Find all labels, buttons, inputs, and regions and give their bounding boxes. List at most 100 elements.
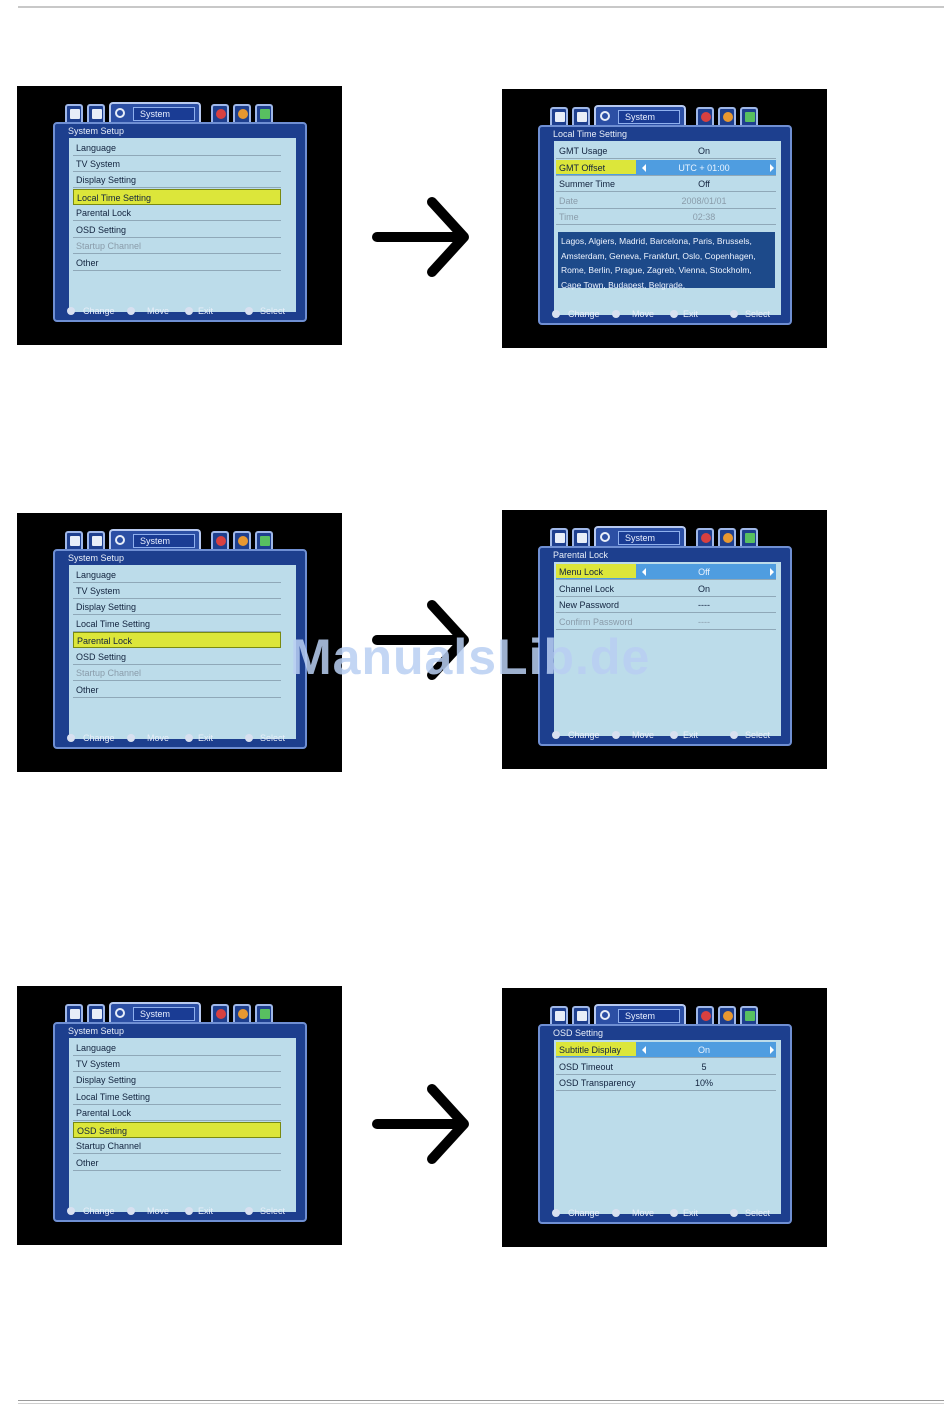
tab-system[interactable]: System xyxy=(109,529,201,551)
arrow-right-icon[interactable] xyxy=(770,164,774,172)
tab-tv[interactable] xyxy=(65,104,83,122)
menu-item-local-time-setting[interactable]: Local Time Setting xyxy=(73,616,281,632)
ok-key-icon xyxy=(245,1207,253,1215)
menu-list: Language TV System Display Setting Local… xyxy=(69,138,296,312)
tab-tv[interactable] xyxy=(65,531,83,549)
tab-tv[interactable] xyxy=(550,528,568,546)
menu-item-display-setting[interactable]: Display Setting xyxy=(73,599,281,615)
tab-system-label: System xyxy=(133,534,195,548)
arrow-right-icon[interactable] xyxy=(770,568,774,576)
tab-games[interactable] xyxy=(740,107,758,125)
tab-favorites[interactable] xyxy=(211,1004,229,1022)
tv-icon xyxy=(555,533,565,543)
menu-item-other[interactable]: Other xyxy=(73,255,281,271)
tab-favorites[interactable] xyxy=(211,104,229,122)
menu-item-parental-lock[interactable]: Parental Lock xyxy=(73,205,281,221)
tools-icon xyxy=(723,1011,733,1021)
ok-key-icon xyxy=(730,731,738,739)
tab-games[interactable] xyxy=(255,1004,273,1022)
menu-item-osd-setting[interactable]: OSD Setting xyxy=(73,649,281,665)
menu-item-startup-channel[interactable]: Startup Channel xyxy=(73,665,281,681)
tab-favorites[interactable] xyxy=(696,1006,714,1024)
gear-icon xyxy=(115,108,125,118)
tab-games[interactable] xyxy=(255,104,273,122)
tab-system[interactable]: System xyxy=(594,526,686,548)
menu-item-local-time-setting[interactable]: Local Time Setting xyxy=(73,189,281,205)
tab-tv[interactable] xyxy=(550,107,568,125)
menu-item-osd-setting[interactable]: OSD Setting xyxy=(73,1122,281,1138)
menu-list: Language TV System Display Setting Local… xyxy=(69,1038,296,1212)
arrow-left-icon[interactable] xyxy=(642,164,646,172)
tab-tv[interactable] xyxy=(550,1006,568,1024)
arrow-left-icon[interactable] xyxy=(642,1046,646,1054)
tab-favorites[interactable] xyxy=(211,531,229,549)
menu-item-language[interactable]: Language xyxy=(73,140,281,156)
bottom-rule-2 xyxy=(18,1403,944,1404)
tab-install[interactable] xyxy=(572,528,590,546)
satellite-icon xyxy=(577,112,587,122)
menu-item-osd-setting[interactable]: OSD Setting xyxy=(73,222,281,238)
arrow-left-icon[interactable] xyxy=(642,568,646,576)
tab-install[interactable] xyxy=(572,1006,590,1024)
tab-tools[interactable] xyxy=(718,528,736,546)
satellite-icon xyxy=(577,1011,587,1021)
tab-tools[interactable] xyxy=(233,531,251,549)
setting-row-new-password[interactable]: New Password---- xyxy=(556,597,776,613)
tab-system[interactable]: System xyxy=(109,102,201,124)
menu-item-startup-channel[interactable]: Startup Channel xyxy=(73,238,281,254)
tab-install[interactable] xyxy=(572,107,590,125)
tv-icon xyxy=(555,1011,565,1021)
tools-icon xyxy=(238,536,248,546)
tab-install[interactable] xyxy=(87,531,105,549)
menu-item-startup-channel[interactable]: Startup Channel xyxy=(73,1138,281,1154)
tab-games[interactable] xyxy=(255,531,273,549)
menu-item-parental-lock[interactable]: Parental Lock xyxy=(73,632,281,648)
games-icon xyxy=(745,533,755,543)
tab-tools[interactable] xyxy=(718,1006,736,1024)
tab-games[interactable] xyxy=(740,1006,758,1024)
watermark: ManualsLib.de xyxy=(290,629,651,685)
tab-install[interactable] xyxy=(87,104,105,122)
tab-favorites[interactable] xyxy=(696,528,714,546)
tab-tv[interactable] xyxy=(65,1004,83,1022)
menu-item-local-time-setting[interactable]: Local Time Setting xyxy=(73,1089,281,1105)
exit-key-icon xyxy=(670,731,678,739)
tab-tools[interactable] xyxy=(233,104,251,122)
menu-item-display-setting[interactable]: Display Setting xyxy=(73,172,281,188)
heart-icon xyxy=(216,1009,226,1019)
tab-install[interactable] xyxy=(87,1004,105,1022)
arrow-right-icon[interactable] xyxy=(770,1046,774,1054)
menu-item-tv-system[interactable]: TV System xyxy=(73,1056,281,1072)
menu-item-language[interactable]: Language xyxy=(73,1040,281,1056)
menu-item-parental-lock[interactable]: Parental Lock xyxy=(73,1105,281,1121)
tab-system[interactable]: System xyxy=(109,1002,201,1024)
tab-games[interactable] xyxy=(740,528,758,546)
setting-value: On xyxy=(697,1045,711,1055)
hint-exit: Exit xyxy=(683,1208,699,1218)
tab-favorites[interactable] xyxy=(696,107,714,125)
hint-move: Move xyxy=(632,1208,655,1218)
menu-item-tv-system[interactable]: TV System xyxy=(73,156,281,172)
tab-system[interactable]: System xyxy=(594,1004,686,1026)
menu-item-display-setting[interactable]: Display Setting xyxy=(73,1072,281,1088)
menu-item-other[interactable]: Other xyxy=(73,682,281,698)
hint-move: Move xyxy=(632,730,655,740)
tab-tools[interactable] xyxy=(233,1004,251,1022)
heart-icon xyxy=(701,112,711,122)
ok-key-icon xyxy=(245,734,253,742)
menu-item-language[interactable]: Language xyxy=(73,567,281,583)
menu-item-tv-system[interactable]: TV System xyxy=(73,583,281,599)
tab-tools[interactable] xyxy=(718,107,736,125)
tab-system[interactable]: System xyxy=(594,105,686,127)
heart-icon xyxy=(216,536,226,546)
menu-item-other[interactable]: Other xyxy=(73,1155,281,1171)
